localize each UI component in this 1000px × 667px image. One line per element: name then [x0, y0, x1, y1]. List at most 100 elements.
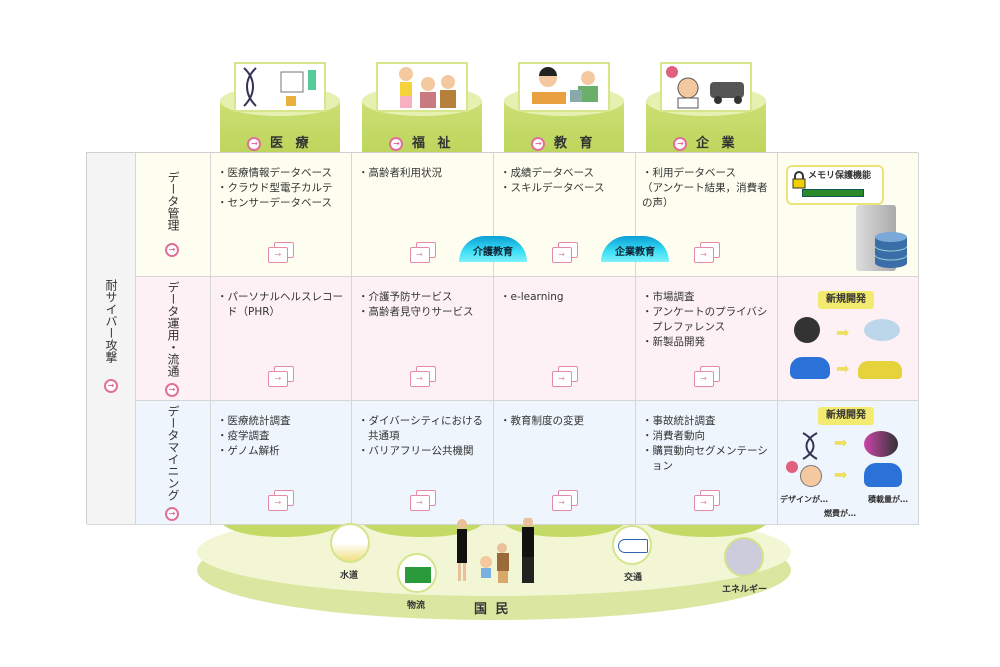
list-item: 介護予防サービス	[358, 290, 487, 305]
detail-bubble-icon[interactable]: →	[693, 490, 720, 512]
list-item: 教育制度の変更	[500, 414, 629, 429]
column-header-label: 企 業	[696, 136, 739, 151]
detail-bubble-icon[interactable]: →	[409, 242, 436, 264]
list-item: 医療情報データベース	[217, 166, 345, 181]
train-icon	[612, 525, 652, 565]
list-item: パーソナルヘルスレコード（PHR）	[217, 290, 345, 320]
gold-car-icon	[858, 361, 902, 379]
cell-new-development-2: 新規開発 ➡ ➡ デザインが… 燃費が… 積載量が…	[778, 401, 919, 525]
arrow-right-icon: ➡	[834, 433, 848, 452]
detail-bubble-icon[interactable]: →	[551, 242, 578, 264]
detail-bubble-icon[interactable]: →	[268, 366, 294, 388]
new-development-tag: 新規開発	[818, 407, 874, 425]
arrow-circle-icon: →	[165, 243, 179, 257]
list-item: バリアフリー公共機関	[358, 444, 487, 459]
list-item: ダイバーシティにおける共通項	[358, 414, 487, 444]
cell-medical-management: 医療情報データベースクラウド型電子カルテセンサーデータベース→	[211, 153, 352, 277]
caption-capacity: 積載量が…	[868, 495, 908, 504]
list-item: クラウド型電子カルテ	[217, 181, 345, 196]
citizens-people-icon	[452, 517, 544, 592]
cell-welfare-operation: 介護予防サービス高齢者見守りサービス →	[352, 277, 494, 401]
cell-new-development-1: 新規開発 ➡ ➡	[778, 277, 919, 401]
cell-enterprise-mining: 事故統計調査消費者動向購買動向セグメンテーション→	[636, 401, 778, 525]
detail-bubble-icon[interactable]: →	[268, 242, 294, 264]
arrow-circle-icon: →	[389, 136, 404, 151]
energy-pipes-icon	[724, 537, 764, 577]
detail-bubble-icon[interactable]: →	[268, 490, 294, 512]
person-icon	[800, 465, 822, 487]
list-item: 利用データベース	[642, 166, 771, 181]
pills-icon	[864, 319, 900, 341]
row-label: データ運用・流通	[166, 281, 180, 377]
education-illustration	[518, 62, 610, 112]
column-header-medical[interactable]: → 医 療	[220, 132, 340, 151]
dna-virus-icon	[864, 431, 898, 457]
badge-corporate-education[interactable]: 企業教育	[601, 236, 669, 262]
detail-bubble-icon[interactable]: →	[693, 242, 720, 264]
memory-callout: メモリ保護機能	[786, 165, 884, 205]
logistics-truck-icon	[397, 553, 437, 593]
list-item: 高齢者利用状況	[358, 166, 487, 181]
detail-bubble-icon[interactable]: →	[409, 490, 436, 512]
memory-chip-icon	[802, 189, 864, 197]
row-label: データ管理	[166, 171, 180, 231]
list-item: 成績データベース	[500, 166, 629, 181]
dna-icon	[800, 431, 820, 466]
speech-dots-icon	[786, 461, 798, 473]
row-header-data-operation[interactable]: データ運用・流通 →	[136, 277, 211, 401]
detail-bubble-icon[interactable]: →	[693, 366, 720, 388]
arrow-circle-icon: →	[165, 507, 179, 521]
matrix-table: 耐サイバー攻撃 → データ管理 → 医療情報データベースクラウド型電子カルテセンサ…	[86, 152, 919, 525]
detail-bubble-icon[interactable]: →	[409, 366, 436, 388]
list-item: 新製品開発	[642, 335, 771, 350]
list-item: 事故統計調査	[642, 414, 771, 429]
cell-enterprise-operation: 市場調査アンケートのプライバシプレファレンス新製品開発→	[636, 277, 778, 401]
arrow-circle-icon: →	[165, 383, 179, 397]
row-label: データマイニング	[166, 405, 180, 501]
column-header-label: 医 療	[270, 136, 313, 151]
column-header-label: 福 祉	[412, 136, 455, 151]
list-item: スキルデータベース	[500, 181, 629, 196]
caption-design: デザインが…	[780, 495, 828, 504]
cell-medical-mining: 医療統計調査疫学調査ゲノム解析→	[211, 401, 352, 525]
list-item: 医療統計調査	[217, 414, 345, 429]
list-item: 消費者動向	[642, 429, 771, 444]
cell-education-operation: e-learning→	[494, 277, 636, 401]
medical-illustration	[234, 62, 326, 112]
row-header-data-management[interactable]: データ管理 →	[136, 153, 211, 277]
column-header-education[interactable]: → 教 育	[504, 132, 624, 151]
outer-label: 耐サイバー攻撃	[104, 279, 118, 363]
infra-label-transport: 交通	[624, 573, 643, 583]
caption-fuel: 燃費が…	[824, 509, 856, 518]
infra-label-water: 水道	[340, 571, 359, 581]
memory-protection-label: メモリ保護機能	[808, 171, 872, 181]
outer-label-cell[interactable]: 耐サイバー攻撃 →	[87, 153, 136, 525]
list-item: アンケートのプライバシプレファレンス	[642, 305, 771, 335]
arrow-circle-icon: →	[247, 136, 262, 151]
cell-medical-operation: パーソナルヘルスレコード（PHR） →	[211, 277, 352, 401]
detail-bubble-icon[interactable]: →	[551, 490, 578, 512]
new-development-tag: 新規開発	[818, 291, 874, 309]
database-icon	[874, 231, 908, 274]
column-header-label: 教 育	[554, 136, 597, 151]
detail-bubble-icon[interactable]: →	[551, 366, 578, 388]
welfare-illustration	[376, 62, 468, 112]
row-header-data-mining[interactable]: データマイニング →	[136, 401, 211, 525]
arrow-circle-icon: →	[673, 136, 688, 151]
list-item: 高齢者見守りサービス	[358, 305, 487, 320]
column-header-welfare[interactable]: → 福 祉	[362, 132, 482, 151]
arrow-circle-icon: →	[531, 136, 546, 151]
list-item: 疫学調査	[217, 429, 345, 444]
arrow-right-icon: ➡	[836, 323, 850, 342]
column-header-enterprise[interactable]: → 企 業	[646, 132, 766, 151]
water-icon	[330, 523, 370, 563]
cell-memory-protection: メモリ保護機能	[778, 153, 919, 277]
virus-icon	[794, 317, 820, 343]
infra-label-logistics: 物流	[407, 601, 426, 611]
blue-car-icon	[864, 463, 902, 487]
arrow-right-icon: ➡	[834, 465, 848, 484]
badge-care-education[interactable]: 介護教育	[459, 236, 527, 262]
blue-car-icon	[790, 357, 830, 379]
arrow-circle-icon: →	[104, 379, 118, 393]
cell-welfare-mining: ダイバーシティにおける共通項バリアフリー公共機関 →	[352, 401, 494, 525]
